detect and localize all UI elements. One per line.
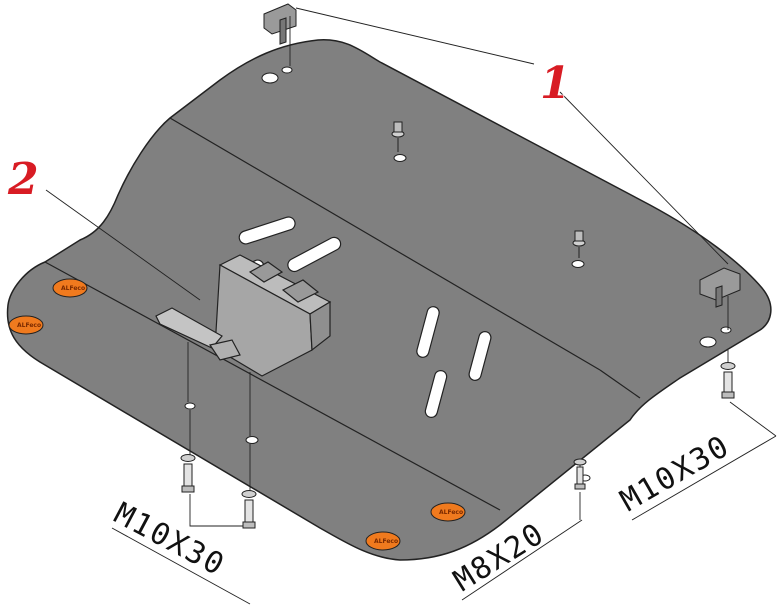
- bolt-head: [574, 230, 584, 242]
- slot: [424, 370, 448, 418]
- bracket-side: [309, 300, 331, 352]
- bend-line-lower: [44, 261, 501, 511]
- slot: [287, 236, 342, 273]
- logo-badge: ALFeco: [52, 278, 88, 298]
- logo-badge: ALFeco: [8, 315, 44, 335]
- hook-bracket-right: [699, 267, 741, 308]
- top-bolts: [391, 121, 586, 258]
- bolt-m8x20: [573, 458, 587, 490]
- hole: [720, 326, 732, 334]
- leader-lines: [45, 7, 777, 605]
- bolt-m10x30-right: [720, 362, 736, 399]
- hole: [393, 154, 407, 162]
- logo-badge-text: ALFeco: [439, 509, 463, 516]
- bolt-m10x30-a: [180, 454, 196, 493]
- slot: [468, 331, 492, 381]
- bolt-label-left: M10X30: [108, 496, 231, 583]
- bracket-flange: [155, 307, 223, 349]
- callout-number-2: 2: [7, 154, 39, 205]
- bolt-label-right: M10X30: [615, 428, 737, 518]
- bolt-m10x30-b: [241, 490, 257, 529]
- logo-badge: ALFeco: [430, 502, 466, 522]
- logo-badge-text: ALFeco: [17, 322, 41, 329]
- hole: [184, 402, 196, 410]
- hole: [281, 66, 293, 74]
- logo-badge-text: ALFeco: [61, 285, 85, 292]
- bend-line-upper: [169, 117, 601, 371]
- bolt-head: [393, 121, 403, 133]
- bracket-tab: [209, 339, 241, 361]
- bend-line-right: [599, 369, 641, 399]
- bracket-notch: [281, 279, 320, 303]
- callout-number-1: 1: [540, 58, 571, 109]
- slot: [238, 216, 296, 245]
- center-bracket: [155, 254, 332, 377]
- logo-badge-text: ALFeco: [374, 538, 398, 545]
- hook-bracket-top: [263, 3, 297, 45]
- hole: [571, 260, 585, 268]
- bottom-bolts: [180, 362, 736, 529]
- hook-brackets: [263, 3, 741, 308]
- plate-body: [6, 39, 772, 561]
- hole: [245, 436, 259, 444]
- hole: [261, 72, 279, 84]
- bracket-notch: [248, 261, 284, 283]
- logo-badge: ALFeco: [365, 531, 401, 551]
- hole: [699, 336, 717, 348]
- slot: [416, 306, 440, 358]
- logo-badges: ALFeco ALFeco ALFeco ALFeco: [8, 278, 466, 551]
